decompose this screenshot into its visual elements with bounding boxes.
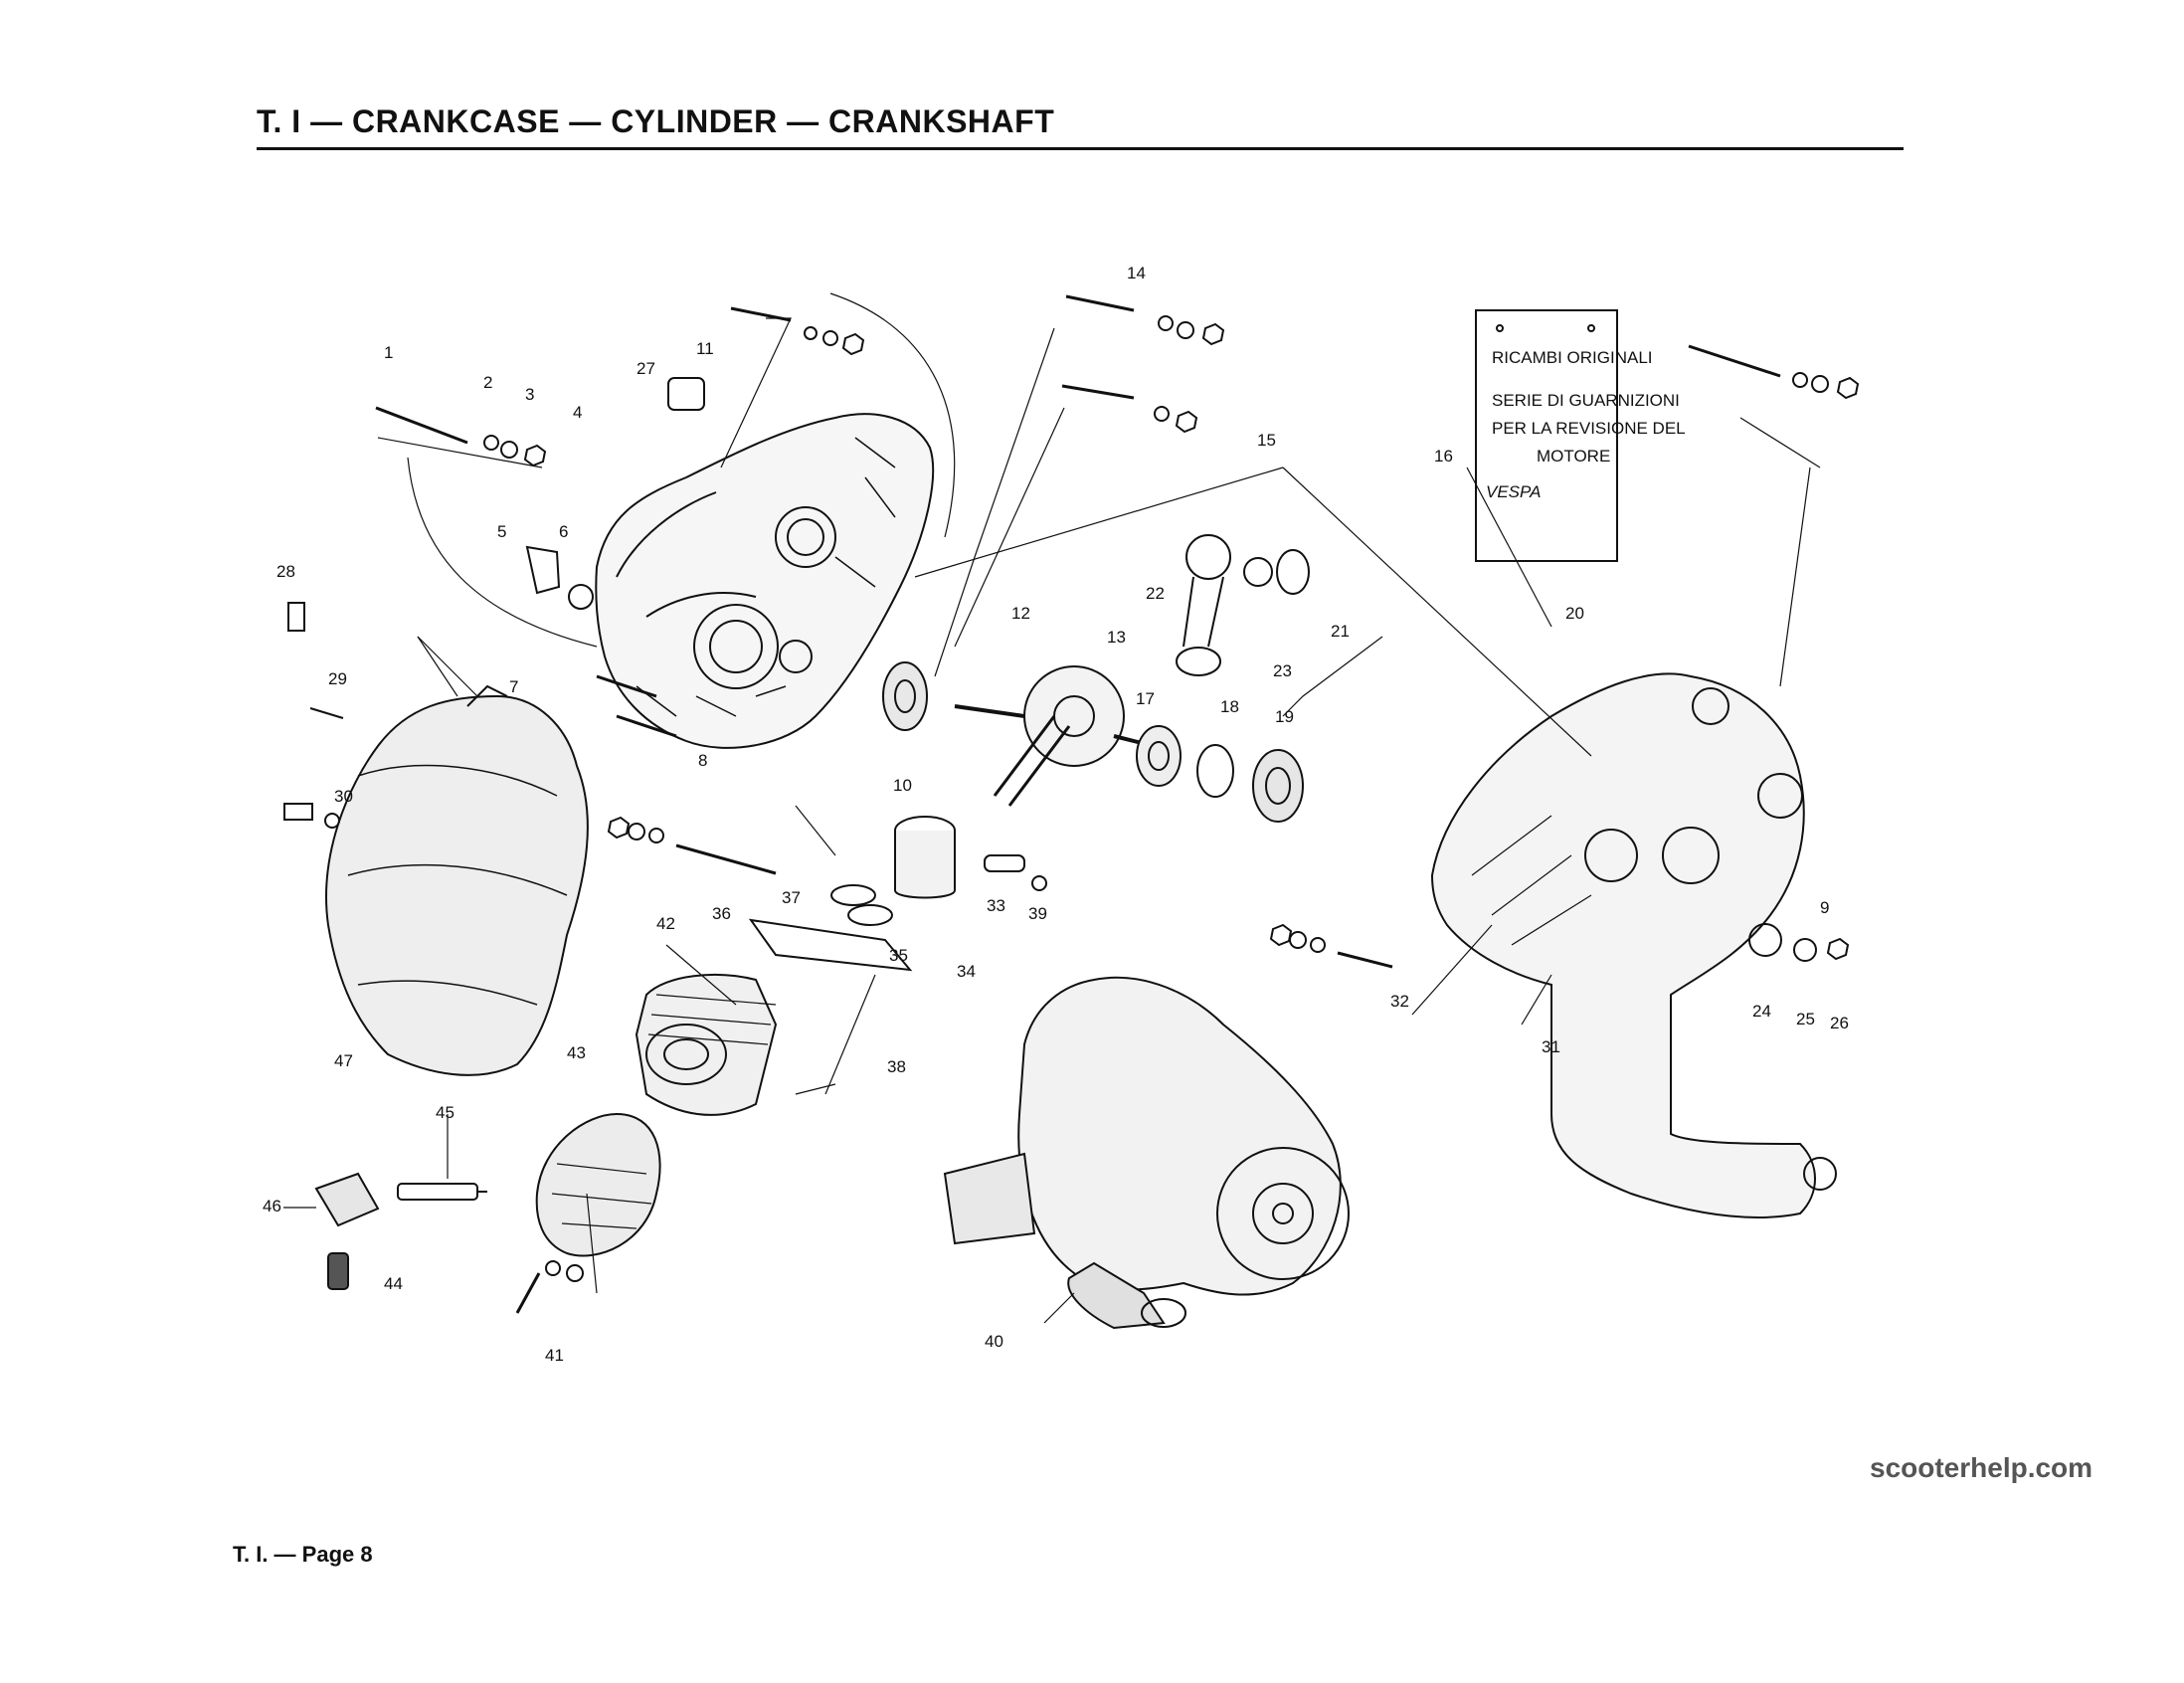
watermark: scooterhelp.com <box>1870 1452 2093 1483</box>
page-footer: T. I. — Page 8 <box>233 1542 373 1567</box>
callout-4: 4 <box>573 403 582 422</box>
callout-15: 15 <box>1257 431 1276 450</box>
callout-28: 28 <box>276 562 295 581</box>
callout-31: 31 <box>1542 1037 1560 1056</box>
callout-7: 7 <box>509 677 518 696</box>
callout-42: 42 <box>656 914 675 933</box>
cylinder-gasket <box>748 918 913 972</box>
crankshaft <box>954 665 1155 807</box>
flywheel-cover <box>325 684 589 1076</box>
callout-22: 22 <box>1146 584 1165 603</box>
piston <box>894 816 1047 899</box>
callout-10: 10 <box>893 776 912 795</box>
callout-29: 29 <box>328 669 347 688</box>
callout-43: 43 <box>567 1043 586 1062</box>
callout-13: 13 <box>1107 628 1126 647</box>
callout-5: 5 <box>497 522 506 541</box>
crankcase-left-half <box>595 413 935 749</box>
callout-17: 17 <box>1136 689 1155 708</box>
spark-plug-cap <box>314 1172 380 1290</box>
pouch-brand: VESPA <box>1486 482 1541 501</box>
page-title: T. I — CRANKCASE — CYLINDER — CRANKSHAFT <box>257 103 1055 139</box>
callout-8: 8 <box>698 751 707 770</box>
gasket-set-pouch <box>1475 309 1618 562</box>
callout-36: 36 <box>712 904 731 923</box>
pinion-gear <box>1748 923 1782 957</box>
callout-44: 44 <box>384 1274 403 1293</box>
callout-18: 18 <box>1220 697 1239 716</box>
connecting-rod <box>1176 534 1310 676</box>
callout-47: 47 <box>334 1051 353 1070</box>
callout-11: 11 <box>696 339 714 358</box>
roller-bearing <box>1252 749 1304 823</box>
callout-2: 2 <box>483 373 492 392</box>
pouch-line-1: RICAMBI ORIGINALI <box>1492 348 1653 367</box>
callout-46: 46 <box>263 1197 281 1216</box>
callout-38: 38 <box>887 1057 906 1076</box>
callouts: 1 2 3 4 5 6 7 8 9 10 11 12 13 14 15 16 1… <box>263 264 1849 1365</box>
callout-3: 3 <box>525 385 534 404</box>
callout-23: 23 <box>1273 661 1292 680</box>
crankcase-right-half <box>1430 672 1837 1218</box>
callout-35: 35 <box>889 946 908 965</box>
callout-6: 6 <box>559 522 568 541</box>
main-bearing <box>882 661 928 731</box>
callout-27: 27 <box>637 359 655 378</box>
callout-19: 19 <box>1275 707 1294 726</box>
pouch-line-3: PER LA REVISIONE DEL <box>1492 419 1686 438</box>
callout-25: 25 <box>1796 1010 1815 1028</box>
callout-33: 33 <box>987 896 1005 915</box>
pouch-line-2: SERIE DI GUARNIZIONI <box>1492 391 1680 410</box>
callout-24: 24 <box>1752 1002 1771 1021</box>
callout-26: 26 <box>1830 1014 1849 1032</box>
title-rule <box>257 147 1904 150</box>
callout-32: 32 <box>1390 992 1409 1011</box>
callout-14: 14 <box>1127 264 1146 282</box>
circlip <box>1196 744 1234 798</box>
callout-1: 1 <box>384 343 393 362</box>
callout-37: 37 <box>782 888 801 907</box>
leader-lines <box>283 292 1821 1324</box>
spark-plug <box>397 1183 487 1201</box>
callout-40: 40 <box>985 1332 1003 1351</box>
callout-21: 21 <box>1331 622 1350 641</box>
callout-39: 39 <box>1028 904 1047 923</box>
callout-30: 30 <box>334 787 353 806</box>
callout-9: 9 <box>1820 898 1829 917</box>
callout-41: 41 <box>545 1346 564 1365</box>
pouch-line-4: MOTORE <box>1537 447 1610 466</box>
callout-45: 45 <box>436 1103 455 1122</box>
fasteners <box>283 294 1860 1314</box>
cylinder <box>635 974 778 1116</box>
hex-nut <box>1826 937 1850 961</box>
callout-16: 16 <box>1434 447 1453 466</box>
cylinder-head <box>535 1112 661 1257</box>
callout-20: 20 <box>1565 604 1584 623</box>
oil-seal <box>1136 725 1182 787</box>
piston-ring <box>830 884 876 906</box>
callout-12: 12 <box>1011 604 1030 623</box>
callout-34: 34 <box>957 962 976 981</box>
assembled-engine <box>943 976 1350 1330</box>
